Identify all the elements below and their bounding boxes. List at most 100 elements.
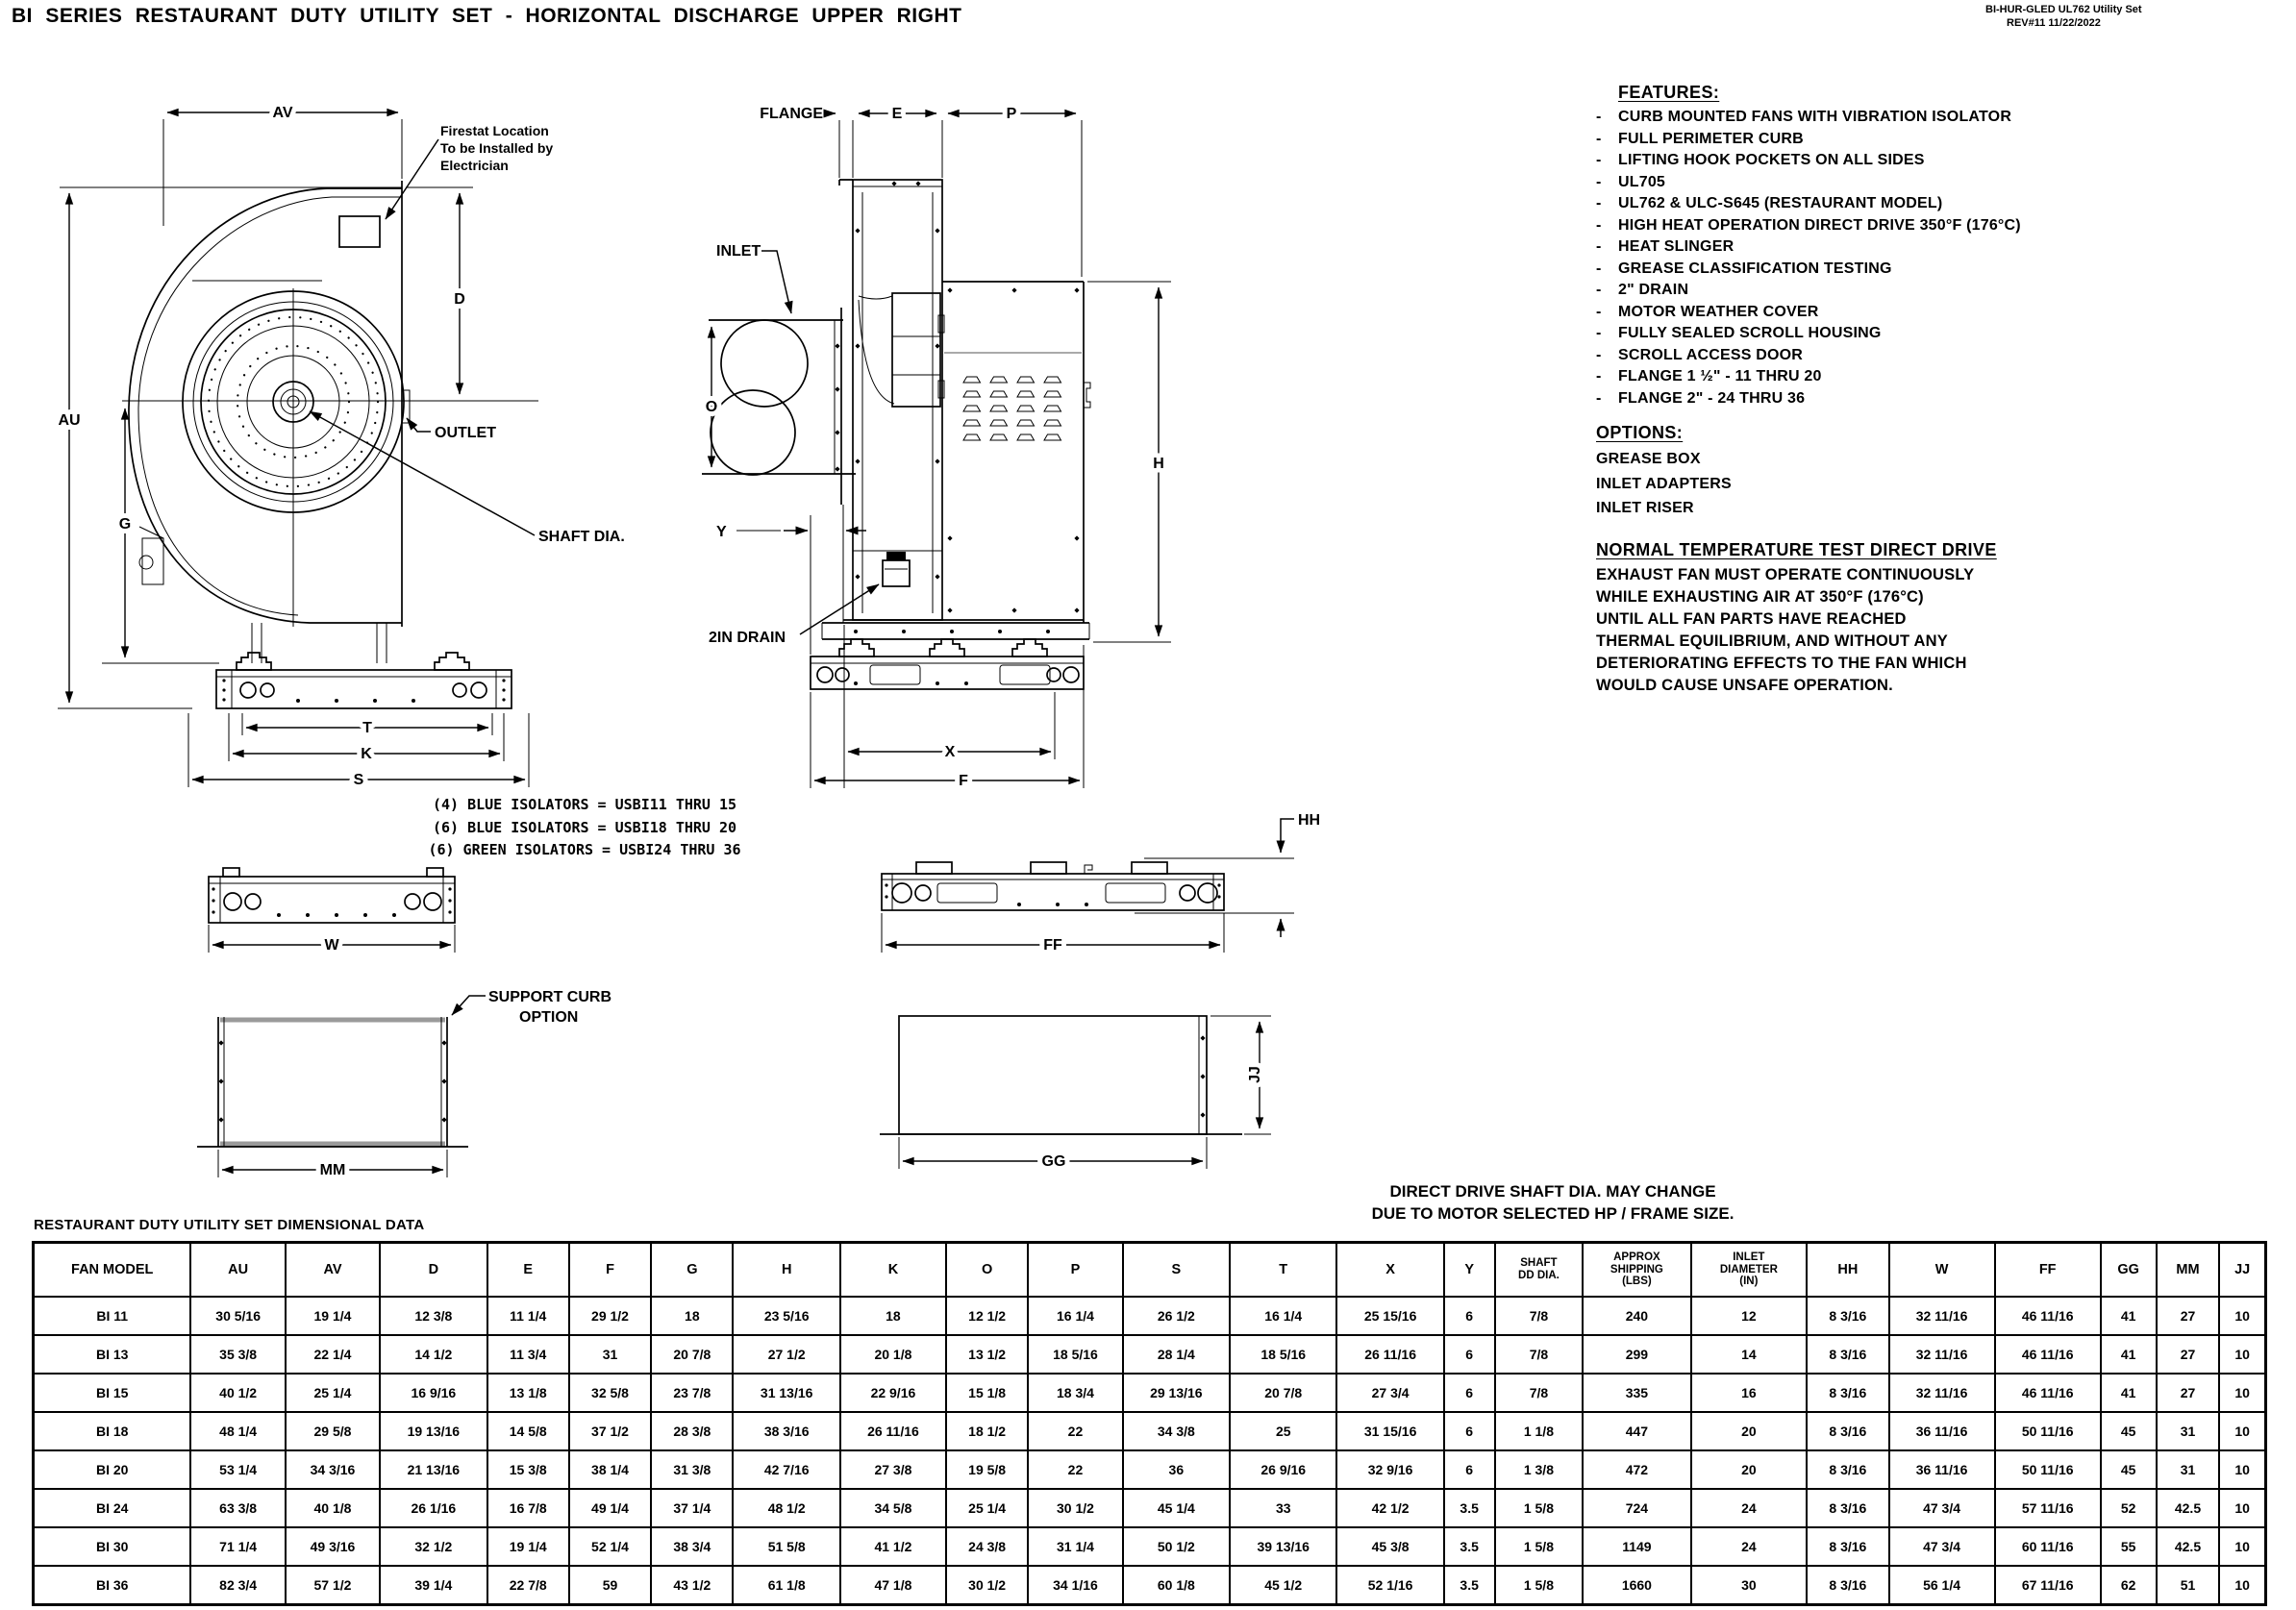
dim-cell: 19 1/4: [486, 1526, 570, 1567]
dim-cell: 10: [2218, 1296, 2267, 1336]
normal-temp-test-block: NORMAL TEMPERATURE TEST DIRECT DRIVE EXH…: [1596, 540, 2288, 697]
dim-cell: 16 1/4: [1229, 1296, 1338, 1336]
dim-cell: 34 1/16: [1027, 1565, 1124, 1606]
features-list: - CURB MOUNTED FANS WITH VIBRATION ISOLA…: [1596, 107, 2288, 409]
dim-cell: 29 5/8: [284, 1411, 382, 1451]
dim-cell: 10: [2218, 1565, 2267, 1606]
fan-model-cell: BI 15: [32, 1373, 192, 1413]
dim-cell: 42 7/16: [732, 1449, 841, 1490]
dim-cell: 41: [2099, 1334, 2158, 1375]
dim-cell: 56 1/4: [1887, 1565, 1996, 1606]
curb-rail-right: HH FF JJ GG: [880, 812, 1320, 1175]
dim-cell: 22 9/16: [838, 1373, 947, 1413]
feature-item: - CURB MOUNTED FANS WITH VIBRATION ISOLA…: [1596, 107, 2288, 129]
dim-cell: 14: [1689, 1334, 1809, 1375]
dim-cell: 41: [2099, 1296, 2158, 1336]
fan-model-cell: BI 20: [32, 1449, 192, 1490]
column-header: F: [567, 1241, 653, 1298]
dim-cell: 61 1/8: [732, 1565, 841, 1606]
feature-bullet: -: [1596, 260, 1602, 277]
feature-item: - 2" DRAIN: [1596, 280, 2288, 302]
feature-text: FULL PERIMETER CURB: [1618, 130, 1804, 147]
dim-cell: 18 1/2: [944, 1411, 1030, 1451]
feature-item: - FLANGE 1 ½" - 11 THRU 20: [1596, 366, 2288, 388]
ntt-line: UNTIL ALL FAN PARTS HAVE REACHED: [1596, 609, 1907, 628]
feature-item: - FULLY SEALED SCROLL HOUSING: [1596, 323, 2288, 345]
dim-cell: 18 5/16: [1027, 1334, 1124, 1375]
dim-cell: 7/8: [1493, 1373, 1585, 1413]
dim-cell: 30 1/2: [1027, 1488, 1124, 1528]
dim-cell: 32 9/16: [1335, 1449, 1445, 1490]
dim-cell: 24: [1689, 1526, 1809, 1567]
dim-cell: 51 5/8: [732, 1526, 841, 1567]
dim-cell: 21 13/16: [379, 1449, 488, 1490]
inlet-label: INLET: [716, 243, 761, 260]
feature-bullet: -: [1596, 152, 1602, 168]
dim-f: F: [959, 773, 968, 789]
dim-cell: 20 7/8: [650, 1334, 735, 1375]
dim-cell: 20: [1689, 1449, 1809, 1490]
dim-au: AU: [58, 412, 80, 429]
firestat-label-line2: To be Installed by: [440, 140, 553, 156]
dim-cell: 25 15/16: [1335, 1296, 1445, 1336]
feature-text: HIGH HEAT OPERATION DIRECT DRIVE 350°F (…: [1618, 216, 2021, 234]
feature-item: - FULL PERIMETER CURB: [1596, 129, 2288, 151]
column-header: MM: [2155, 1241, 2221, 1298]
feature-item: - MOTOR WEATHER COVER: [1596, 302, 2288, 324]
dim-cell: 13 1/8: [486, 1373, 570, 1413]
dim-cell: 16 7/8: [486, 1488, 570, 1528]
ntt-line: THERMAL EQUILIBRIUM, AND WITHOUT ANY: [1596, 632, 1948, 650]
column-header: INLET DIAMETER (IN): [1689, 1241, 1809, 1298]
shaft-dia-label: SHAFT DIA.: [538, 529, 625, 545]
dim-cell: 3.5: [1442, 1526, 1496, 1567]
dim-cell: 1 5/8: [1493, 1565, 1585, 1606]
dim-cell: 37 1/4: [650, 1488, 735, 1528]
dim-cell: 33: [1229, 1488, 1338, 1528]
side-view: FLANGE E P: [701, 101, 1171, 794]
dim-cell: 32 1/2: [379, 1526, 488, 1567]
feature-item: - HIGH HEAT OPERATION DIRECT DRIVE 350°F…: [1596, 215, 2288, 237]
dim-cell: 31: [567, 1334, 653, 1375]
column-header: FF: [1993, 1241, 2102, 1298]
dim-cell: 40 1/2: [189, 1373, 287, 1413]
feature-bullet: -: [1596, 195, 1602, 211]
dim-cell: 14 5/8: [486, 1411, 570, 1451]
dim-cell: 8 3/16: [1806, 1296, 1890, 1336]
column-header: O: [944, 1241, 1030, 1298]
page-title: BI SERIES RESTAURANT DUTY UTILITY SET - …: [12, 5, 962, 27]
firestat-label-line1: Firestat Location: [440, 123, 549, 138]
dim-cell: 240: [1582, 1296, 1692, 1336]
flange-label: FLANGE: [760, 106, 823, 122]
dim-cell: 50 1/2: [1121, 1526, 1232, 1567]
dim-hh: HH: [1298, 812, 1320, 829]
dim-cell: 82 3/4: [189, 1565, 287, 1606]
dim-cell: 30: [1689, 1565, 1809, 1606]
dim-cell: 57 1/2: [284, 1565, 382, 1606]
dim-cell: 45: [2099, 1411, 2158, 1451]
feature-bullet: -: [1596, 325, 1602, 341]
shaft-dia-note: DIRECT DRIVE SHAFT DIA. MAY CHANGE DUE T…: [1332, 1180, 1774, 1225]
dim-o: O: [706, 399, 717, 415]
dim-t: T: [362, 720, 372, 736]
dim-cell: 10: [2218, 1334, 2267, 1375]
dim-cell: 10: [2218, 1449, 2267, 1490]
ntt-line: DETERIORATING EFFECTS TO THE FAN WHICH: [1596, 654, 1967, 672]
dim-cell: 10: [2218, 1411, 2267, 1451]
dim-cell: 31: [2155, 1411, 2221, 1451]
drain-label: 2IN DRAIN: [709, 630, 786, 646]
feature-item: - UL762 & ULC-S645 (RESTAURANT MODEL): [1596, 193, 2288, 215]
isolator-note-line: (6) GREEN ISOLATORS = USBI24 THRU 36: [428, 841, 741, 858]
option-item: INLET ADAPTERS: [1596, 475, 1732, 492]
dim-cell: 19 5/8: [944, 1449, 1030, 1490]
dim-cell: 42.5: [2155, 1526, 2221, 1567]
dim-cell: 16 1/4: [1027, 1296, 1124, 1336]
feature-bullet: -: [1596, 368, 1602, 384]
column-header: FAN MODEL: [32, 1241, 192, 1298]
isolator-note-line: (4) BLUE ISOLATORS = USBI11 THRU 15: [432, 796, 737, 813]
dim-e: E: [892, 106, 903, 122]
support-curb-label-line1: SUPPORT CURB: [488, 989, 611, 1005]
feature-item: - GREASE CLASSIFICATION TESTING: [1596, 259, 2288, 281]
